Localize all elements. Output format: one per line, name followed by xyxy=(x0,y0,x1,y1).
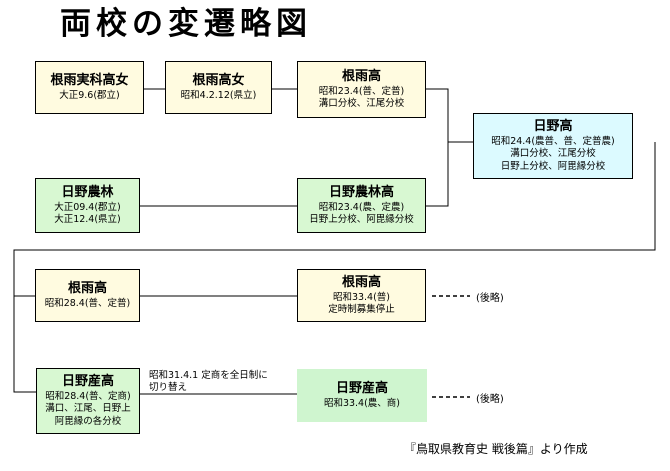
box-detail: 昭和23.4(普、定普) xyxy=(318,85,405,97)
box-name: 根雨高 xyxy=(341,274,381,290)
transition-note-line: 昭和31.4.1 定商を全日制に xyxy=(149,370,268,381)
box-hino-ko: 日野高 昭和24.4(農普、普、定普農) 溝口分校、江尾分校 日野上分校、阿毘縁… xyxy=(473,113,633,179)
box-nemuro-ko-1958: 根雨高 昭和33.4(普) 定時制募集停止 xyxy=(297,269,426,322)
box-name: 日野農林 xyxy=(61,184,114,200)
box-name: 根雨高 xyxy=(67,280,107,296)
box-nemuro-jikka: 根雨実科高女 大正9.6(郡立) xyxy=(35,61,144,114)
connector-line xyxy=(426,88,473,143)
box-nemuro-kojo: 根雨高女 昭和4.2.12(県立) xyxy=(165,61,272,114)
transition-note-line: 切り替え xyxy=(149,381,188,393)
source-note: 『鳥取県教育史 戦後篇』より作成 xyxy=(404,442,588,456)
box-detail: 昭和24.4(農普、普、定普農) xyxy=(491,135,615,147)
box-name: 日野産高 xyxy=(335,380,388,396)
box-detail: 昭和23.4(農、定農) xyxy=(318,201,405,213)
box-detail: 日野上分校、阿毘縁分校 xyxy=(500,160,606,172)
box-detail: 昭和28.4(普、定商) xyxy=(45,390,131,402)
box-detail: 溝口、江尾、日野上 xyxy=(45,403,131,415)
box-hino-sangyo-1953: 日野産高 昭和28.4(普、定商) 溝口、江尾、日野上 阿毘縁の各分校 xyxy=(36,368,140,434)
box-detail: 溝口分校、江尾分校 xyxy=(510,148,596,160)
box-hino-norin: 日野農林 大正09.4(郡立) 大正12.4(県立) xyxy=(35,178,140,233)
box-name: 日野高 xyxy=(533,119,573,135)
connector-line xyxy=(426,142,449,207)
box-hino-norin-ko: 日野農林高 昭和23.4(農、定農) 日野上分校、阿毘縁分校 xyxy=(297,178,426,233)
box-detail: 昭和28.4(普、定普) xyxy=(44,297,131,309)
box-detail: 昭和33.4(普) xyxy=(332,291,391,303)
omitted-label: (後略) xyxy=(476,394,504,405)
box-name: 根雨実科高女 xyxy=(50,72,129,88)
box-detail: 阿毘縁の各分校 xyxy=(54,415,122,427)
box-nemuro-ko-1953: 根雨高 昭和28.4(普、定普) xyxy=(35,269,140,322)
box-detail: 大正12.4(県立) xyxy=(54,213,121,225)
box-detail: 大正09.4(郡立) xyxy=(54,201,121,213)
transition-note: 昭和31.4.1 定商を全日制に 切り替え xyxy=(149,370,268,394)
box-nemuro-ko-1948: 根雨高 昭和23.4(普、定普) 溝口分校、江尾分校 xyxy=(297,61,426,118)
omitted-label: (後略) xyxy=(476,293,504,304)
box-hino-sangyo-1958: 日野産高 昭和33.4(農、商) xyxy=(297,369,427,422)
box-detail: 日野上分校、阿毘縁分校 xyxy=(309,213,414,225)
box-detail: 溝口分校、江尾分校 xyxy=(318,97,405,109)
page-title: 両校の変遷略図 xyxy=(60,6,312,42)
box-name: 根雨高 xyxy=(341,68,381,84)
box-detail: 昭和33.4(農、商) xyxy=(323,397,401,409)
connector-line xyxy=(13,142,656,393)
box-detail: 昭和4.2.12(県立) xyxy=(180,89,257,101)
box-detail: 大正9.6(郡立) xyxy=(59,89,120,101)
box-name: 日野産高 xyxy=(61,374,114,390)
box-name: 日野農林高 xyxy=(328,184,394,200)
box-name: 根雨高女 xyxy=(192,72,245,88)
box-detail: 定時制募集停止 xyxy=(328,303,395,315)
